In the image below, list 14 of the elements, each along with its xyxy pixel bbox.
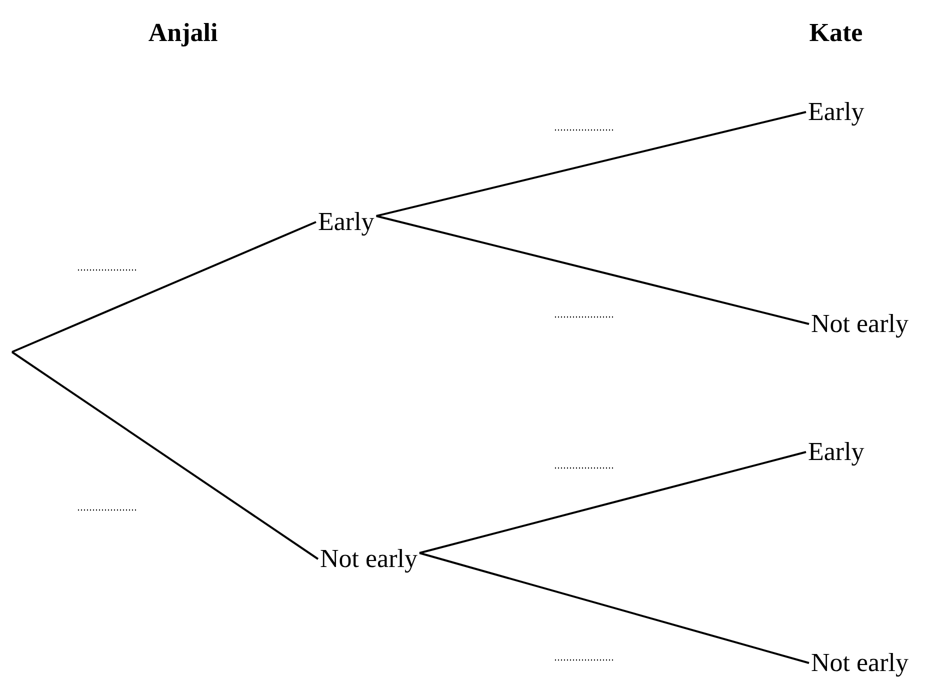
outcome-label: Early (318, 207, 374, 237)
outcome-label: Not early (320, 544, 418, 574)
outcome-label: Not early (811, 309, 908, 339)
branch-line (12, 221, 316, 353)
branch-line (11, 351, 319, 560)
branch-line (419, 451, 806, 554)
outcome-label: Early (808, 437, 864, 467)
outcome-label: Not early (811, 648, 908, 678)
branch-line (376, 215, 810, 325)
branch-line (376, 111, 806, 217)
column-heading: Anjali (148, 18, 218, 48)
branch-line (419, 552, 810, 664)
outcome-label: Early (808, 97, 864, 127)
column-heading: Kate (809, 18, 863, 48)
